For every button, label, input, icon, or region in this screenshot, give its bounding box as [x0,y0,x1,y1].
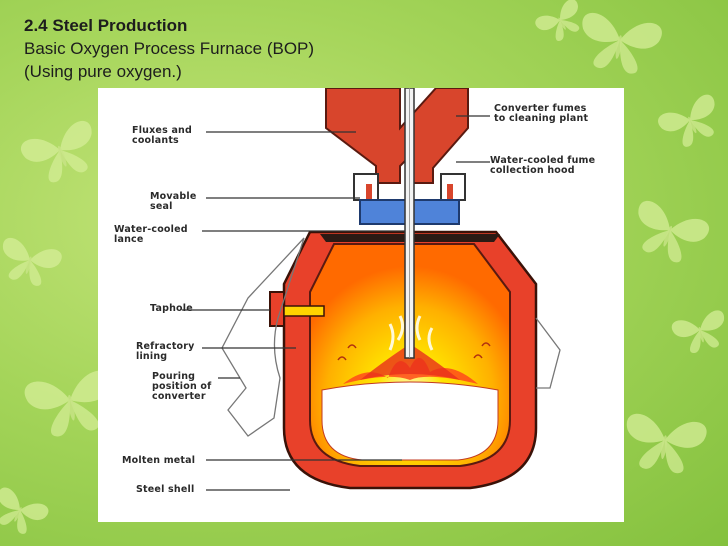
label-converter-fumes: Converter fumes to cleaning plant [494,103,589,124]
label-molten-metal: Molten metal [122,455,196,466]
label-fume-collection-hood: Water-cooled fume collection hood [490,155,596,176]
slide-title-block: 2.4 Steel Production Basic Oxygen Proces… [24,14,314,83]
oxygen-lance [404,88,415,359]
label-water-cooled-lance: Water-cooled lance [114,224,188,245]
slide-note: (Using pure oxygen.) [24,62,182,81]
pouring-position-outline [221,237,561,437]
fume-collection-hood [353,173,466,201]
bop-furnace-diagram: Fluxes and coolants Movable seal Water-c… [98,88,624,522]
label-leaders [182,115,490,491]
fume-duct [325,88,469,184]
slide-title: 2.4 Steel Production [24,16,188,35]
label-fluxes-coolants: Fluxes and coolants [132,125,193,146]
flame-burst [337,315,491,384]
slide-subtitle: Basic Oxygen Process Furnace (BOP) [24,39,315,58]
converter-shell [282,230,538,490]
taphole [269,291,325,327]
label-taphole: Taphole [150,303,193,314]
furnace-drawing [182,88,561,491]
label-movable-seal: Movable seal [150,191,197,212]
label-refractory-lining: Refractory lining [136,341,195,362]
label-pouring-position: Pouring position of converter [152,371,212,402]
label-steel-shell: Steel shell [136,484,195,495]
